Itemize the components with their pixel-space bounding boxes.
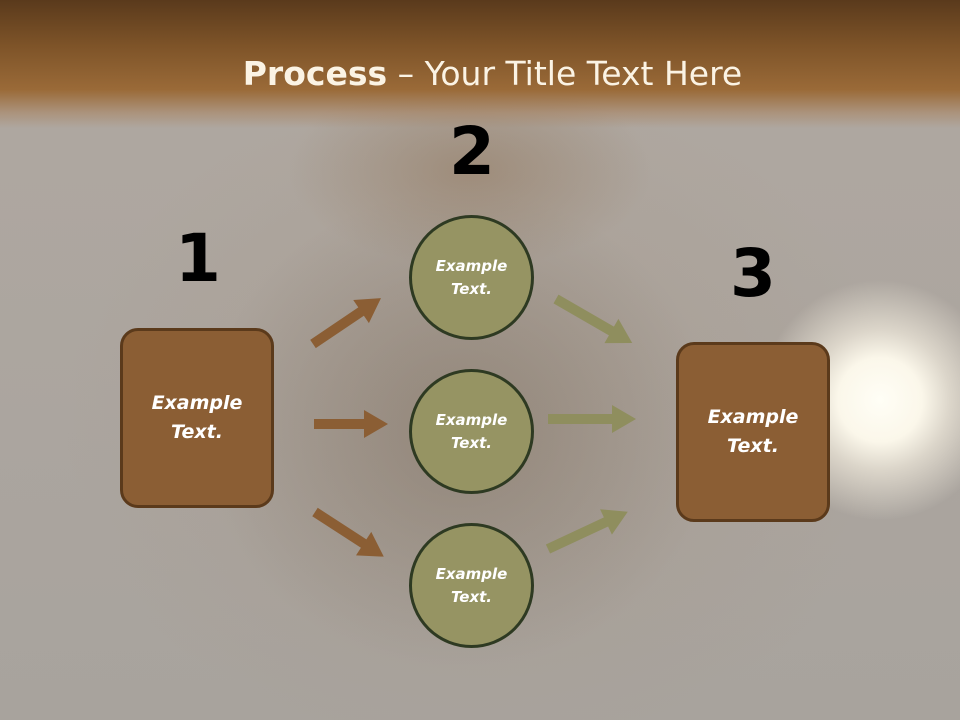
arrow-top-to-right [553,294,633,344]
circle-middle: Example Text. [409,369,534,494]
step-number-3: 3 [730,235,776,312]
step-number-2: 2 [449,113,495,190]
circle-bottom-label: Example Text. [435,564,508,606]
circle-top-label: Example Text. [435,256,508,298]
title-rest: – Your Title Text Here [387,54,743,93]
left-box: Example Text. [120,328,274,508]
circle-top: Example Text. [409,215,534,340]
circle-bottom: Example Text. [409,523,534,648]
title-bar [0,0,960,128]
arrow-bottom-to-right [545,509,628,554]
left-box-label: Example Text. [151,392,243,443]
right-box: Example Text. [676,342,830,522]
arrow-left-to-top [310,298,381,349]
circle-middle-label: Example Text. [435,410,508,452]
slide-title: Process – Your Title Text Here [0,52,960,96]
right-box-label: Example Text. [707,406,799,457]
arrow-mid-to-right [548,405,636,433]
title-bold: Process [242,54,388,93]
arrow-left-to-mid [314,410,388,438]
arrow-left-to-bottom [312,507,384,557]
step-number-1: 1 [175,220,221,297]
